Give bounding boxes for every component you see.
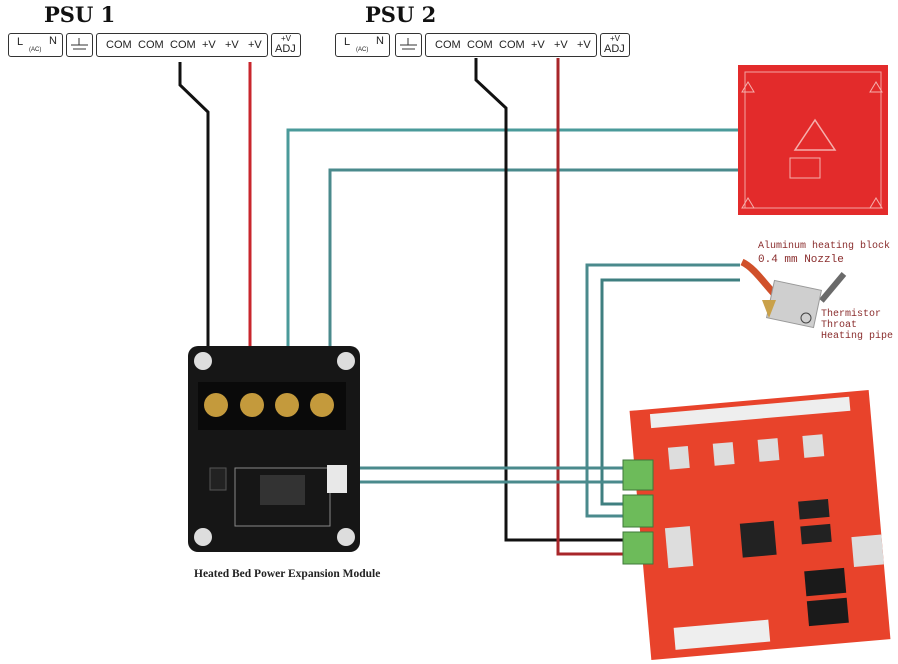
terminal-block-1	[622, 459, 654, 491]
ac-l-label: L	[344, 36, 351, 48]
adj-top: +V	[281, 34, 292, 43]
ground-icon	[71, 38, 88, 50]
psu2-com-wire	[474, 58, 625, 542]
note-thermistor: Thermistor	[821, 309, 882, 320]
psu1-com-3: COM	[170, 39, 196, 51]
psu1-dc-terminals: COM COM COM +V +V +V	[96, 33, 268, 57]
psu1-ac-terminal: L (AC) N	[8, 33, 63, 57]
note-heating-pipe: Heating pipe	[821, 331, 894, 342]
module-caption: Heated Bed Power Expansion Module	[194, 568, 381, 580]
psu2-v-wire	[556, 58, 625, 556]
ac-n-label: N	[376, 35, 384, 47]
note-throat: Throat	[821, 320, 858, 331]
psu2-ac-terminal: L (AC) N	[335, 33, 390, 57]
psu1-com-wire	[178, 62, 210, 390]
psu2-title: PSU 2	[365, 2, 437, 27]
ac-l-label: L	[17, 36, 24, 48]
bed-wire-2	[328, 168, 740, 390]
psu2-com-1: COM	[435, 39, 461, 51]
psu2-v-1: +V	[531, 39, 545, 51]
hotend-wire-2	[600, 278, 740, 506]
adj-bottom: ADJ	[604, 43, 625, 55]
bed-wire-1	[286, 128, 740, 390]
hotend	[740, 258, 847, 329]
psu1-ground-terminal	[66, 33, 93, 57]
psu2-v-3: +V	[577, 39, 591, 51]
heated-bed	[738, 65, 888, 215]
psu2-com-3: COM	[499, 39, 525, 51]
controller-board	[629, 390, 891, 660]
hotend-wire-1	[585, 263, 740, 518]
ac-n-label: N	[49, 35, 57, 47]
psu1-title: PSU 1	[44, 2, 116, 27]
note-nozzle: 0.4 mm Nozzle	[758, 254, 844, 266]
note-heating-block: Aluminum heating block	[758, 241, 891, 252]
ac-sub-label: (AC)	[29, 47, 42, 53]
psu2-adj-terminal: +V ADJ	[600, 33, 630, 57]
terminal-block-2	[622, 494, 654, 528]
terminal-block-3	[622, 531, 654, 565]
psu2-ground-terminal	[395, 33, 422, 57]
adj-top: +V	[610, 34, 621, 43]
psu1-adj-terminal: +V ADJ	[271, 33, 301, 57]
ground-icon	[400, 38, 417, 50]
psu1-v-3: +V	[248, 39, 262, 51]
heated-bed-module	[188, 346, 360, 552]
psu1-v-2: +V	[225, 39, 239, 51]
psu2-dc-terminals: COM COM COM +V +V +V	[425, 33, 597, 57]
psu1-com-2: COM	[138, 39, 164, 51]
psu2-com-2: COM	[467, 39, 493, 51]
psu2-v-2: +V	[554, 39, 568, 51]
psu1-com-1: COM	[106, 39, 132, 51]
psu1-v-1: +V	[202, 39, 216, 51]
ac-sub-label: (AC)	[356, 47, 369, 53]
adj-bottom: ADJ	[275, 43, 296, 55]
